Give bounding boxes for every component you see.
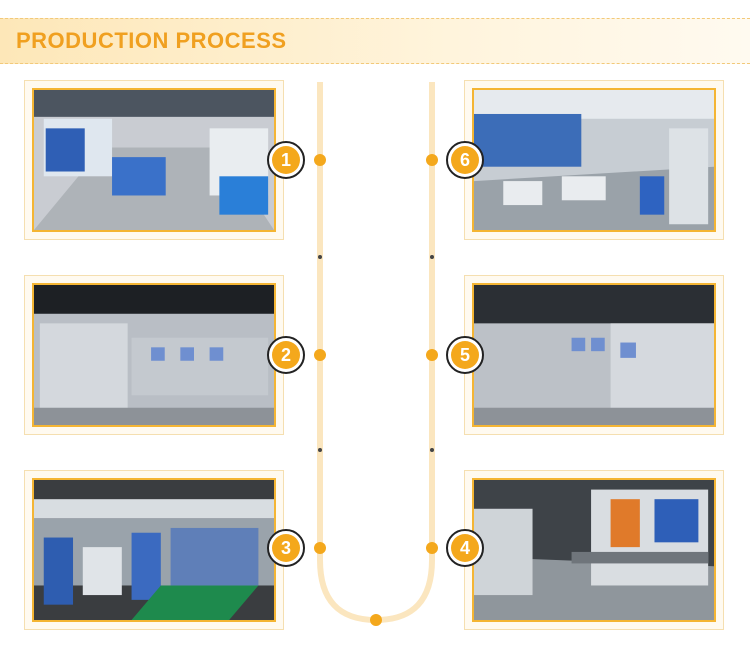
step-card-5 <box>464 275 724 435</box>
factory-photo-5 <box>472 283 716 427</box>
track-dot <box>314 154 326 166</box>
track-marker <box>430 255 434 259</box>
track-dot <box>426 154 438 166</box>
track-dot <box>370 614 382 626</box>
step-badge-1: 1 <box>267 141 305 179</box>
track-marker <box>430 448 434 452</box>
section-header: PRODUCTION PROCESS <box>0 18 750 64</box>
track-dot <box>314 542 326 554</box>
track-dot <box>426 349 438 361</box>
factory-photo-1 <box>32 88 276 232</box>
factory-photo-4 <box>472 478 716 622</box>
factory-photo-6 <box>472 88 716 232</box>
track-marker <box>318 255 322 259</box>
page-title: PRODUCTION PROCESS <box>16 28 287 53</box>
step-card-6 <box>464 80 724 240</box>
step-badge-2: 2 <box>267 336 305 374</box>
step-card-2 <box>24 275 284 435</box>
track-dot <box>426 542 438 554</box>
step-badge-3: 3 <box>267 529 305 567</box>
step-badge-6: 6 <box>446 141 484 179</box>
step-card-1 <box>24 80 284 240</box>
factory-photo-3 <box>32 478 276 622</box>
track-dot <box>314 349 326 361</box>
step-badge-5: 5 <box>446 336 484 374</box>
step-card-3 <box>24 470 284 630</box>
factory-photo-2 <box>32 283 276 427</box>
step-badge-4: 4 <box>446 529 484 567</box>
track-marker <box>318 448 322 452</box>
step-card-4 <box>464 470 724 630</box>
